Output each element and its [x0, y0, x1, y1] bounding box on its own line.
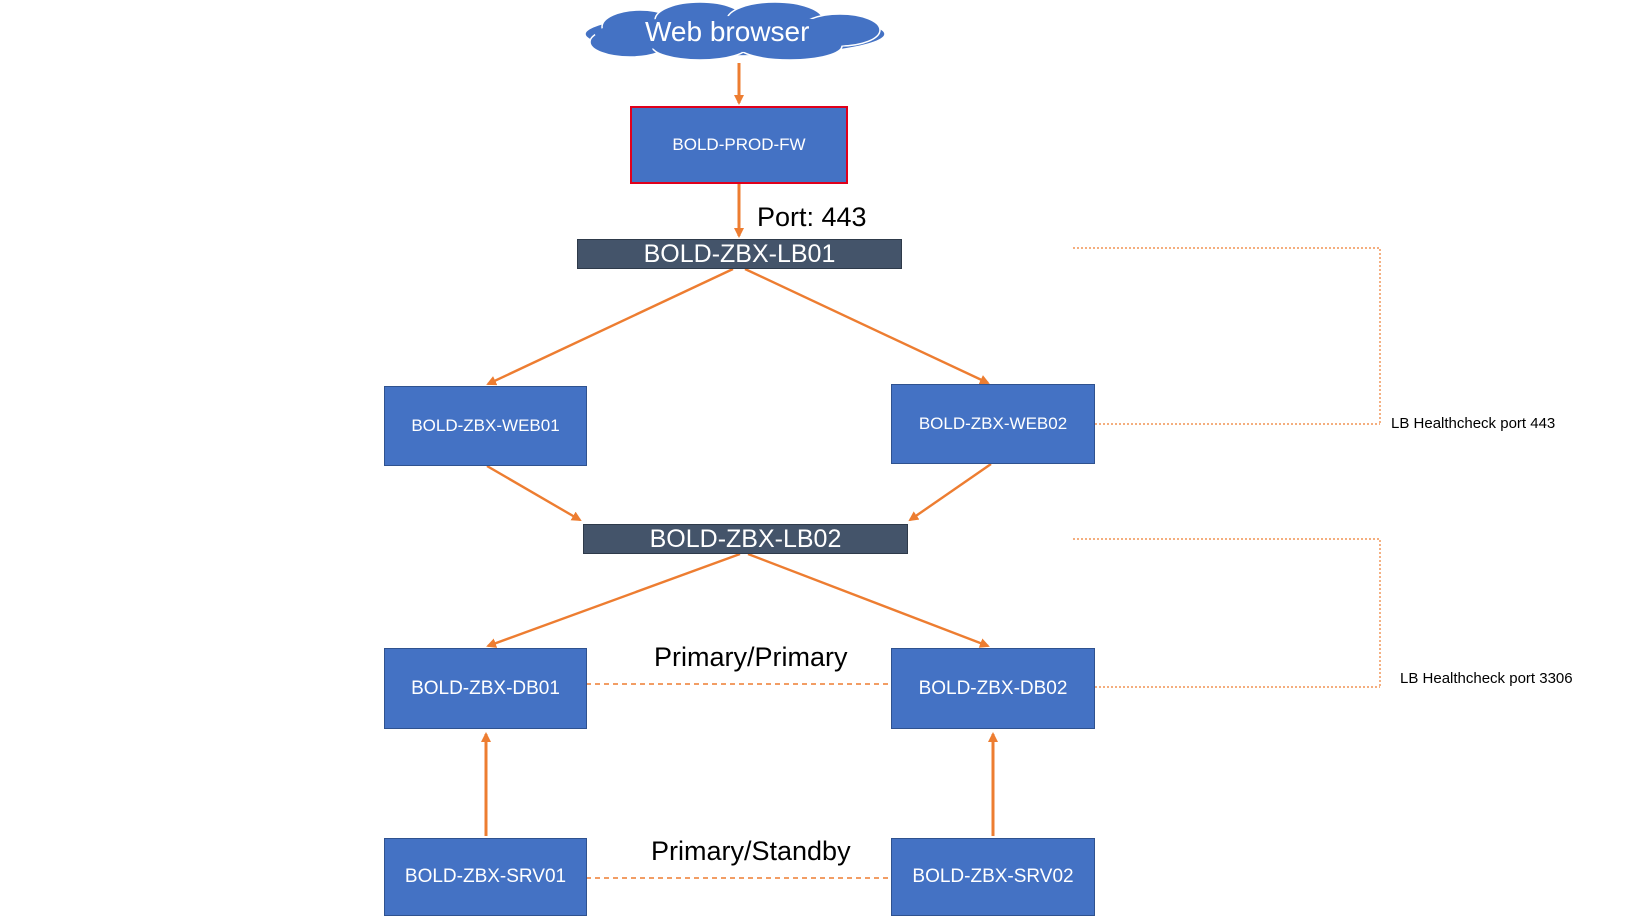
arrow-web02-to-lb02 [908, 463, 992, 522]
healthcheck-bracket-db [1073, 538, 1381, 687]
srv02-node: BOLD-ZBX-SRV02 [891, 838, 1095, 916]
healthcheck-web-label: LB Healthcheck port 443 [1391, 415, 1556, 432]
srv01-node: BOLD-ZBX-SRV01 [384, 838, 587, 916]
healthcheck-bracket-web [1073, 247, 1381, 424]
cloud-shape [584, 1, 886, 61]
cloud-label: Web browser [645, 16, 810, 47]
arrow-lb01-to-web02 [744, 267, 990, 385]
web02-node: BOLD-ZBX-WEB02 [891, 384, 1095, 464]
healthcheck-db-label: LB Healthcheck port 3306 [1400, 670, 1573, 687]
srv-replication-label: Primary/Standby [651, 836, 851, 866]
web01-node: BOLD-ZBX-WEB01 [384, 386, 587, 466]
lb02-node: BOLD-ZBX-LB02 [583, 524, 908, 554]
db01-node: BOLD-ZBX-DB01 [384, 648, 587, 729]
arrow-lb02-to-db01 [486, 552, 741, 648]
firewall-node: BOLD-PROD-FW [630, 106, 848, 184]
arrow-lb02-to-db02 [747, 552, 990, 648]
db-replication-label: Primary/Primary [654, 642, 848, 672]
arrow-web01-to-lb02 [486, 464, 582, 522]
port-label: Port: 443 [757, 202, 867, 232]
db02-node: BOLD-ZBX-DB02 [891, 648, 1095, 729]
lb01-node: BOLD-ZBX-LB01 [577, 239, 902, 269]
arrow-lb01-to-web01 [486, 267, 734, 386]
